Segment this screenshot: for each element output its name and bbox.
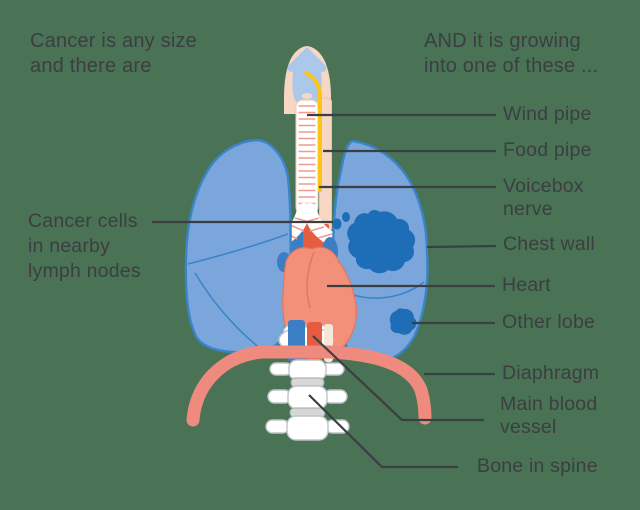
caption-right-line2: into one of these ... — [424, 55, 599, 77]
spine — [265, 359, 350, 441]
voicebox-nerve-path — [304, 71, 322, 192]
label-cancer-cells: Cancer cells in nearby lymph nodes — [28, 209, 141, 284]
caption-left-line1: Cancer is any size — [30, 30, 197, 52]
caption-right-line1: AND it is growing — [424, 30, 581, 52]
wind-pipe-trachea — [295, 99, 319, 215]
label-wind-pipe: Wind pipe — [503, 103, 592, 125]
left-lung — [184, 138, 292, 354]
label-voicebox-nerve: Voicebox nerve — [503, 175, 584, 220]
diaphragm-arc — [186, 345, 432, 427]
label-other-lobe: Other lobe — [502, 311, 596, 333]
pointer-lines — [152, 113, 497, 469]
caption-right: AND it is growing into one of these ... — [424, 29, 598, 79]
label-diaphragm: Diaphragm — [502, 362, 600, 384]
label-cancer-cells-line1: Cancer cells — [28, 210, 138, 232]
label-cancer-cells-line2: in nearby — [28, 235, 111, 257]
cancer-lymph-nodes — [332, 212, 350, 230]
label-main-blood-vessel: Main blood vessel — [500, 393, 598, 438]
caption-left: Cancer is any size and there are — [30, 29, 197, 79]
other-lobe-tumor — [389, 308, 417, 335]
label-heart: Heart — [502, 274, 551, 296]
caption-left-line2: and there are — [30, 55, 152, 77]
label-bone-in-spine: Bone in spine — [477, 455, 598, 477]
label-cancer-cells-line3: lymph nodes — [28, 260, 141, 282]
label-food-pipe: Food pipe — [503, 139, 592, 161]
primary-tumor — [347, 209, 416, 274]
label-chest-wall: Chest wall — [503, 233, 595, 255]
